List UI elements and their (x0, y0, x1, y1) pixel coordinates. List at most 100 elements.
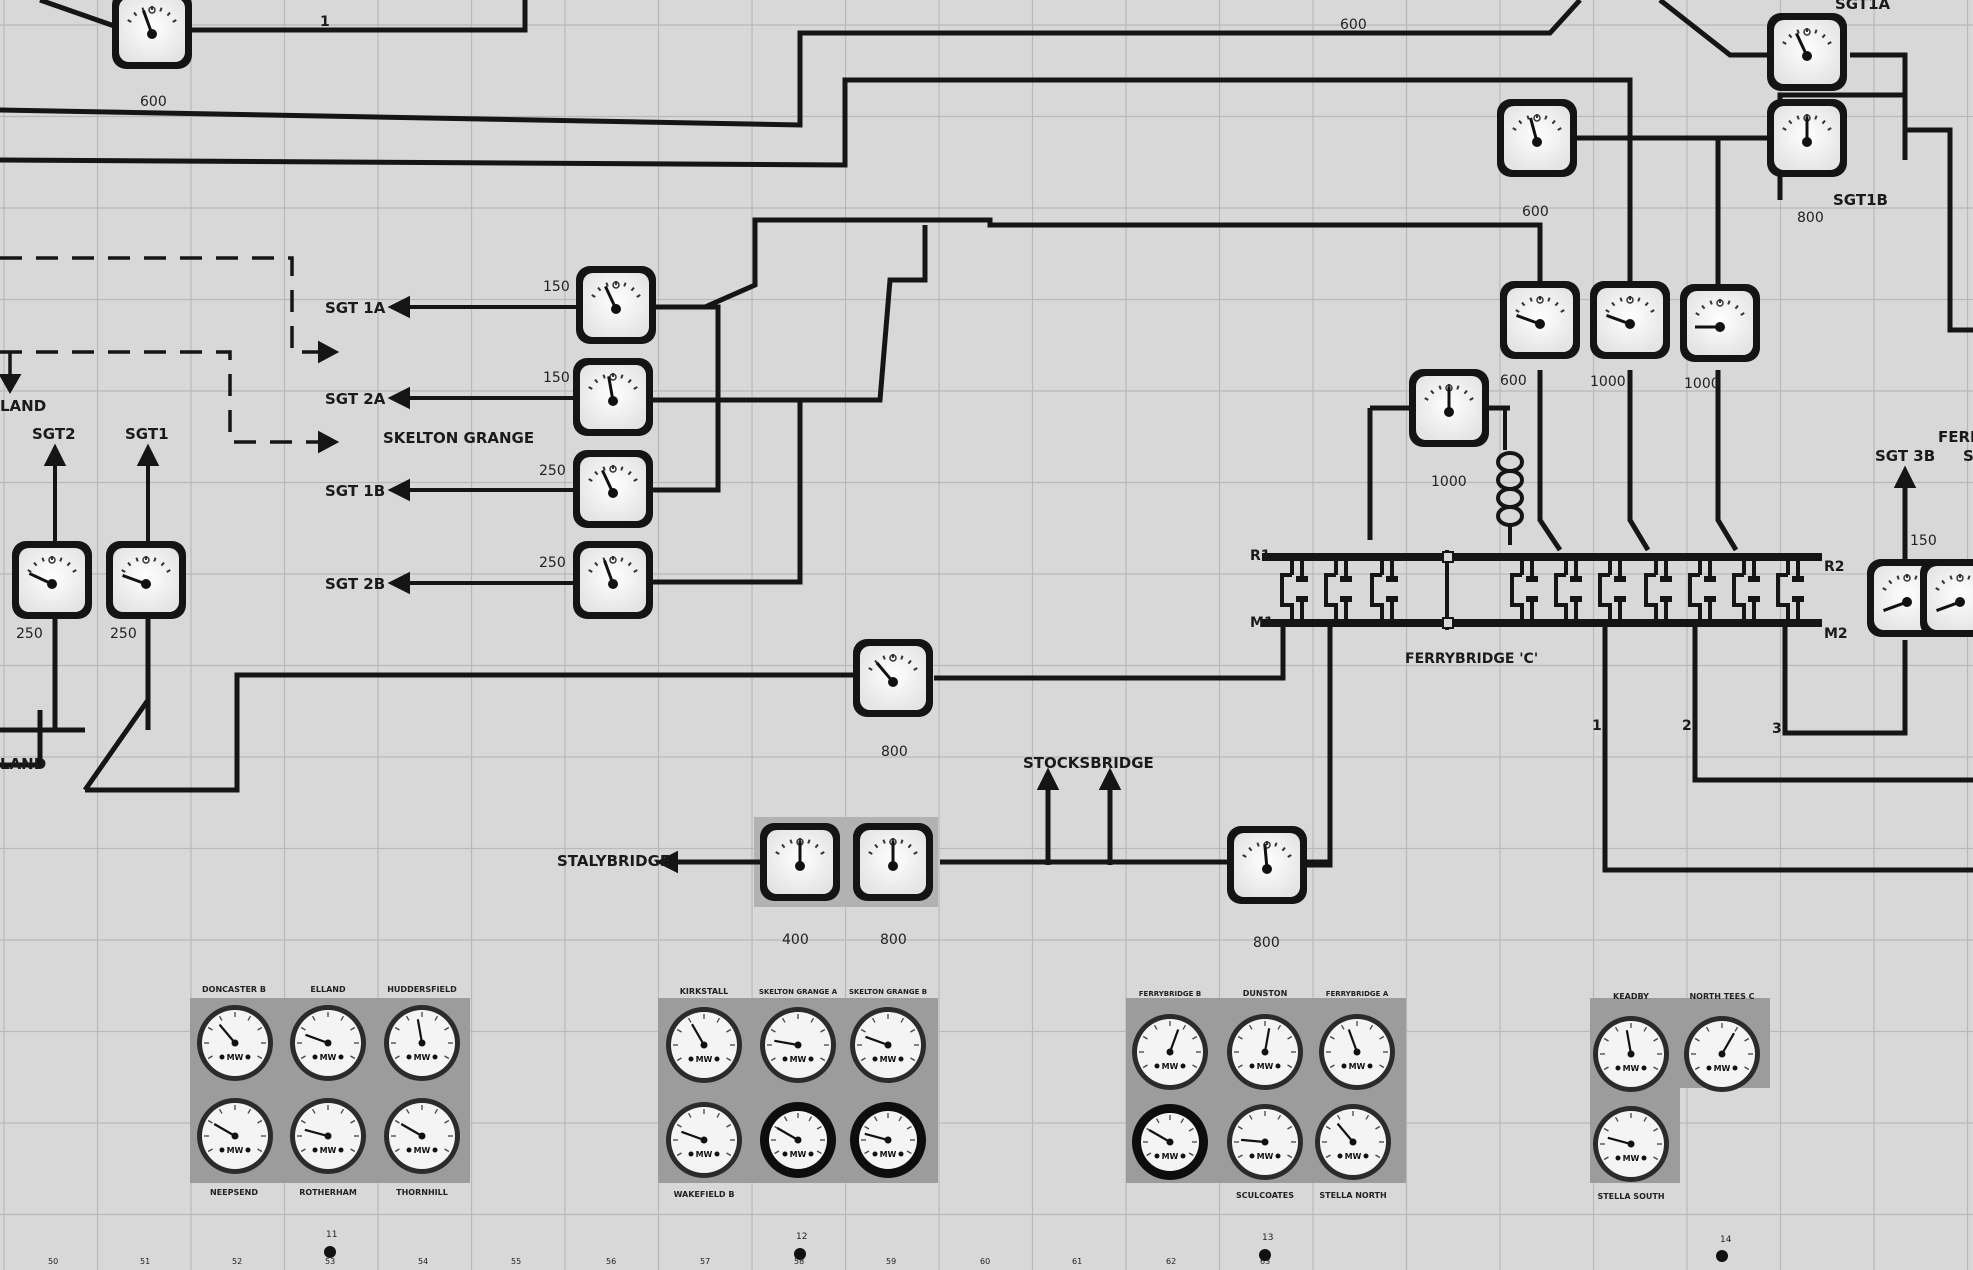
square-meter-icon (12, 541, 92, 619)
busbar-m1: M1 (1250, 615, 1274, 631)
rating-600-tl: 600 (140, 94, 167, 110)
section-14: 14 (1720, 1235, 1732, 1245)
mw-unit-label: MW (790, 1150, 807, 1159)
section-13: 13 (1262, 1233, 1273, 1243)
square-meter-icon (1767, 99, 1847, 177)
diagram-labels: SGT1A SGT1B SGT 1A SGT 2A SGT 1B SGT 2B … (0, 0, 1973, 870)
label-sgt-1b: SGT 1B (325, 482, 385, 500)
mw-unit-label: MW (227, 1053, 244, 1062)
section-12: 12 (796, 1232, 807, 1242)
mw-gauge-icon: MW (760, 1102, 836, 1178)
mw-gauge-icon: MW (384, 1098, 460, 1174)
label-sgt-1a: SGT 1A (325, 299, 386, 317)
busbar-m2: M2 (1824, 626, 1848, 642)
mw-unit-label: MW (1714, 1064, 1731, 1073)
indicator-lamps[interactable] (324, 1246, 1728, 1262)
label-land-top: LAND (0, 397, 46, 415)
rating-600-fb: 600 (1500, 373, 1527, 389)
station-skelton-a: SKELTON GRANGE A (759, 988, 838, 996)
circuit-1-top: 1 (320, 14, 330, 30)
mw-unit-label: MW (227, 1146, 244, 1155)
mw-unit-label: MW (320, 1053, 337, 1062)
circuit-3: 3 (1772, 721, 1782, 737)
station-kirkstall: KIRKSTALL (680, 987, 729, 996)
col-58: 58 (794, 1257, 804, 1266)
mw-unit-label: MW (1349, 1062, 1366, 1071)
col-59: 59 (886, 1257, 896, 1266)
lamp-12-icon (794, 1248, 806, 1260)
square-meter-icon (573, 358, 653, 436)
square-meter-icon (1590, 281, 1670, 359)
mw-gauge-icon: MW (1593, 1106, 1669, 1182)
label-ferr-s: S (1963, 447, 1973, 465)
mw-gauge-icon: MW (850, 1102, 926, 1178)
lamp-14-icon (1716, 1250, 1728, 1262)
rating-400-staly: 400 (782, 932, 809, 948)
col-60: 60 (980, 1257, 990, 1266)
rating-250-b: 250 (539, 555, 566, 571)
label-ferr: FERR (1938, 428, 1973, 446)
circuit-breaker-icon (1510, 560, 1538, 620)
mw-gauge-icon: MW (1132, 1014, 1208, 1090)
label-skelton-grange: SKELTON GRANGE (383, 429, 534, 447)
square-meter-icon (1680, 284, 1760, 362)
square-meter-icon (1497, 99, 1577, 177)
label-land-bottom: LAND (0, 755, 46, 773)
col-57: 57 (700, 1257, 710, 1266)
station-labels: DONCASTER B ELLAND HUDDERSFIELD NEEPSEND… (202, 985, 1755, 1201)
mw-unit-label: MW (414, 1146, 431, 1155)
mw-unit-label: MW (696, 1055, 713, 1064)
circuit-breaker-icon (1280, 560, 1308, 620)
label-stocksbridge: STOCKSBRIDGE (1023, 754, 1154, 772)
col-50: 50 (48, 1257, 58, 1266)
station-dunston: DUNSTON (1243, 989, 1288, 998)
mw-gauge-icon: MW (850, 1007, 926, 1083)
station-stella-north: STELLA NORTH (1319, 1191, 1386, 1200)
col-54: 54 (418, 1257, 428, 1266)
rating-150-right: 150 (1910, 533, 1937, 549)
arrows (0, 295, 1917, 874)
circuit-breaker-icon (1324, 560, 1352, 620)
rating-250-a: 250 (539, 463, 566, 479)
section-11: 11 (326, 1230, 337, 1240)
circuit-breaker-icon (1554, 560, 1582, 620)
station-skelton-b: SKELTON GRANGE B (849, 988, 927, 996)
square-meter-icon (1227, 826, 1307, 904)
square-meter-icon (853, 823, 933, 901)
col-56: 56 (606, 1257, 616, 1266)
label-sgt-2b: SGT 2B (325, 575, 385, 593)
station-wakefield: WAKEFIELD B (674, 1190, 735, 1199)
mw-unit-label: MW (1257, 1152, 1274, 1161)
rating-1000-b: 1000 (1684, 376, 1720, 392)
station-elland: ELLAND (310, 985, 346, 994)
rating-800-stocks: 800 (1253, 935, 1280, 951)
rating-600-top: 600 (1340, 17, 1367, 33)
square-meter-icon (112, 0, 192, 69)
station-ferrybridge-a: FERRYBRIDGE A (1326, 990, 1389, 998)
square-meter-icon (1767, 13, 1847, 91)
mw-gauge-icon: MW (666, 1007, 742, 1083)
mw-unit-label: MW (414, 1053, 431, 1062)
rating-800-center: 800 (881, 744, 908, 760)
mw-unit-label: MW (1162, 1062, 1179, 1071)
mw-unit-label: MW (1623, 1064, 1640, 1073)
col-63: 63 (1260, 1257, 1270, 1266)
station-thornhill: THORNHILL (396, 1188, 448, 1197)
square-meter-icon (106, 541, 186, 619)
col-62: 62 (1166, 1257, 1176, 1266)
mw-unit-label: MW (880, 1055, 897, 1064)
circuit-breaker-icon (1644, 560, 1672, 620)
square-meter-icon (760, 823, 840, 901)
col-53: 53 (325, 1257, 335, 1266)
rating-800-sgt1b: 800 (1797, 210, 1824, 226)
col-55: 55 (511, 1257, 521, 1266)
mw-gauge-icon: MW (384, 1005, 460, 1081)
mw-unit-label: MW (320, 1146, 337, 1155)
mw-gauge-icon: MW (1315, 1104, 1391, 1180)
mw-gauge-icon: MW (290, 1098, 366, 1174)
mw-gauge-icon: MW (290, 1005, 366, 1081)
label-sgt-2a: SGT 2A (325, 390, 386, 408)
mw-gauge-icon: MW (1227, 1014, 1303, 1090)
